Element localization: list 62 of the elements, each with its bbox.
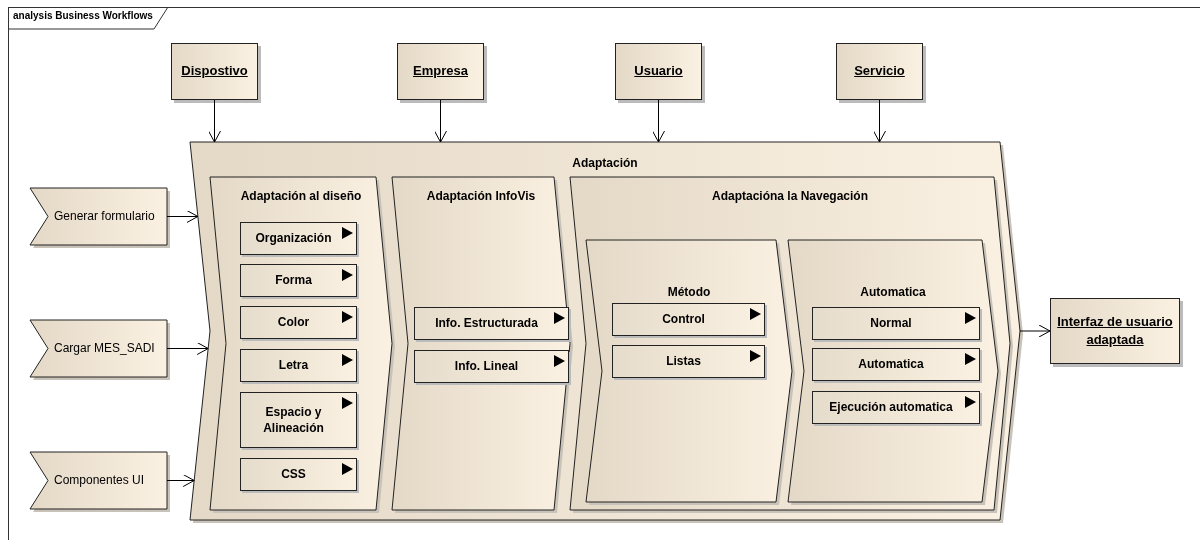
event-flag [30,320,167,377]
object-label: Dispostivo [180,62,249,81]
process-title: Adaptación al diseño [240,189,362,203]
event-flag [30,188,167,245]
activity-label: Ejecución automatica [828,399,954,416]
process-title: Adaptacióna la Navegación [711,189,868,203]
object-label: Servicio [853,62,906,81]
activity-label: Info. Lineal [453,358,520,375]
event-flag [30,452,167,509]
activity-box [240,306,357,339]
object-label: Empresa [412,62,469,81]
activity-label: Color [276,314,311,331]
arrow [652,99,665,143]
arrow [166,210,199,223]
process-title: Método [667,285,711,299]
activity-label: Info. Estructurada [434,315,539,332]
object-label: Usuario [633,62,684,81]
object-box [1050,298,1180,364]
activity-label: Automatica [857,356,925,373]
activity-label: Normal [869,315,913,332]
process-title: Adaptación InfoVis [426,189,536,203]
activity-label: Forma [274,272,313,289]
object-box [615,43,702,100]
activity-box [812,391,980,424]
activity-box [812,307,980,340]
activity-box [612,303,765,336]
arrow [873,99,886,143]
object-box [171,43,258,100]
event-label: Generar formulario [54,208,155,223]
activity-label: CSS [280,466,307,483]
activity-box [240,392,357,448]
activity-box [812,348,980,381]
object-box [397,43,484,100]
process-title: Adaptación [572,156,638,170]
event-label: Componentes UI [54,472,145,487]
object-box [836,43,923,100]
process-chevron [586,240,792,502]
arrow [1019,324,1051,338]
frame-title: analysis Business Workflows [13,10,153,21]
activity-label: Letra [277,357,310,374]
activity-box [240,222,357,255]
process-chevron [190,142,1020,520]
event-label: Cargar MES_SADI [54,340,155,355]
activity-box [240,349,357,382]
arrow [434,99,447,143]
activity-label: Espacio y Alineación [262,403,325,437]
process-chevron [788,240,998,502]
process-chevron [392,177,570,510]
process-chevron [210,177,392,510]
arrow [166,342,209,355]
activity-box [414,350,569,383]
process-title: Automatica [860,285,926,299]
object-label: Interfaz de usuario adaptada [1056,312,1174,349]
activity-label: Control [661,311,706,328]
arrow [208,99,221,143]
activity-box [240,264,357,297]
arrow [166,474,195,487]
activity-box [240,458,357,491]
activity-label: Organización [254,230,333,247]
activity-box [612,345,765,378]
activity-label: Listas [665,353,702,370]
activity-box [414,307,569,340]
